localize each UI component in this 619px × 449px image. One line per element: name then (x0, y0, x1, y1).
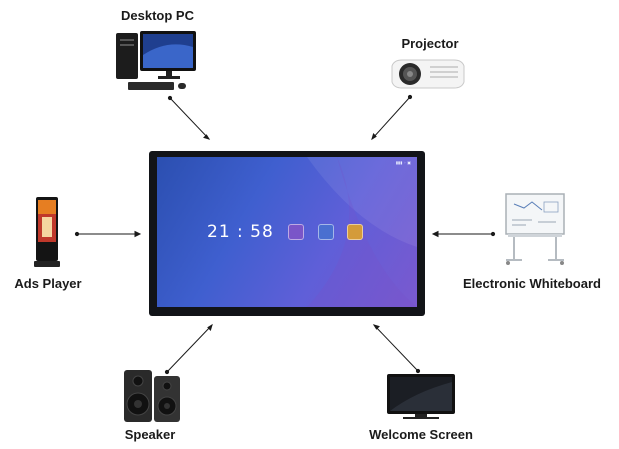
electronic-whiteboard-label: Electronic Whiteboard (463, 276, 601, 291)
app-tile-2-icon[interactable] (318, 224, 334, 240)
connector-speaker (166, 324, 213, 373)
screen-wallpaper-curve (307, 157, 417, 307)
status-bar-icons: ▮▮▮ ◦ ▣ (395, 160, 411, 165)
projector-label: Projector (401, 36, 459, 51)
app-tile-3-icon[interactable] (347, 224, 363, 240)
speaker-label: Speaker (124, 427, 176, 442)
desktop-pc-icon (116, 31, 196, 90)
speaker-icon (124, 370, 180, 422)
projector-icon (391, 59, 465, 89)
app-tile-1-icon[interactable] (288, 224, 304, 240)
desktop-pc-label: Desktop PC (121, 8, 194, 23)
clock-display: 21 : 58 (207, 222, 274, 242)
ads-player-icon (34, 197, 60, 267)
electronic-whiteboard-icon (505, 193, 565, 265)
connector-welcome (373, 324, 419, 372)
welcome-screen-icon (387, 374, 455, 419)
ads-player-label: Ads Player (14, 276, 82, 291)
interactive-display-screen: ▮▮▮ ◦ ▣ 21 : 58 (157, 157, 417, 307)
connector-desktop (169, 97, 210, 140)
welcome-screen-label: Welcome Screen (369, 427, 473, 442)
connector-projector (371, 96, 411, 140)
